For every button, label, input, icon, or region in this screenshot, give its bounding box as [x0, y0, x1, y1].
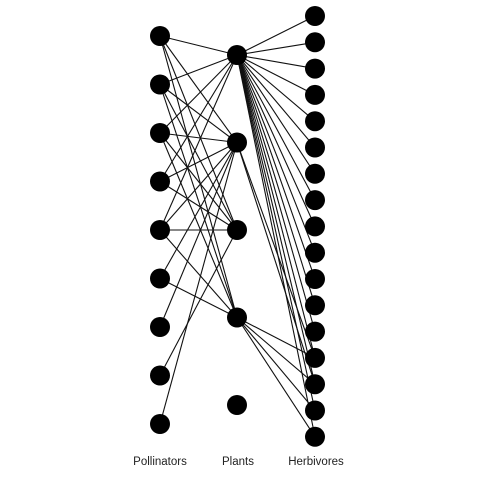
plant-node-5 [227, 395, 247, 415]
edge-pollinator-5-plant-4 [159, 229, 238, 318]
edge-plant-1-herbivore-14 [236, 54, 316, 359]
edge-pollinator-1-plant-1 [159, 35, 238, 56]
edge-pollinator-1-plant-2 [159, 35, 238, 143]
edge-plant-1-herbivore-2 [236, 41, 316, 56]
plant-node-2 [227, 132, 247, 153]
edge-plant-1-herbivore-16 [236, 54, 316, 411]
herbivore-node-9 [305, 216, 325, 237]
pollinator-node-7 [150, 317, 170, 337]
pollinator-node-6 [150, 268, 170, 289]
edge-pollinator-6-plant-2 [159, 142, 238, 279]
edge-plant-1-herbivore-8 [236, 54, 316, 201]
edge-plant-1-herbivore-10 [236, 54, 316, 253]
plants-column-label: Plants [222, 456, 254, 468]
pollinator-node-4 [150, 171, 170, 192]
edge-pollinator-4-plant-3 [159, 181, 238, 231]
edge-pollinator-1-plant-3 [159, 35, 238, 231]
edge-plant-1-herbivore-5 [236, 54, 316, 122]
edge-plant-1-herbivore-13 [236, 54, 316, 332]
herbivore-node-2 [305, 32, 325, 53]
edge-pollinator-3-plant-1 [159, 54, 238, 134]
herbivore-node-3 [305, 58, 325, 79]
herbivore-node-14 [305, 347, 325, 368]
edge-plant-1-herbivore-3 [236, 54, 316, 70]
herbivore-node-17 [305, 426, 325, 447]
edge-pollinator-3-plant-2 [159, 132, 238, 144]
plant-node-3 [227, 220, 247, 240]
edge-plant-1-herbivore-15 [236, 54, 316, 385]
pollinator-node-8 [150, 365, 170, 386]
edge-pollinator-4-plant-1 [159, 54, 238, 182]
edge-plant-2-herbivore-14 [236, 142, 316, 359]
pollinator-node-5 [150, 220, 170, 240]
herbivore-node-7 [305, 163, 325, 184]
edge-pollinator-7-plant-2 [159, 142, 238, 328]
herbivore-node-10 [305, 242, 325, 263]
pollinator-node-1 [150, 26, 170, 46]
edge-plant-4-herbivore-17 [236, 317, 316, 438]
edge-plant-2-herbivore-15 [236, 142, 316, 385]
plant-node-1 [227, 45, 247, 65]
edge-pollinator-8-plant-3 [159, 229, 238, 376]
herbivore-node-16 [305, 400, 325, 421]
pollinators-column-label: Pollinators [133, 456, 187, 468]
edge-pollinator-6-plant-4 [159, 278, 238, 318]
edge-plant-1-herbivore-7 [236, 54, 316, 175]
edge-plant-1-herbivore-9 [236, 54, 316, 227]
herbivore-node-11 [305, 269, 325, 289]
edge-pollinator-1-plant-4 [159, 35, 238, 318]
edge-plant-1-herbivore-11 [236, 54, 316, 280]
edge-pollinator-2-plant-1 [159, 54, 238, 86]
edge-plant-4-herbivore-15 [236, 317, 316, 385]
edge-layer [159, 15, 316, 438]
edge-pollinator-5-plant-1 [159, 54, 238, 231]
herbivores-column-label: Herbivores [288, 456, 344, 468]
edge-pollinator-9-plant-2 [159, 142, 238, 425]
edge-pollinator-2-plant-4 [159, 84, 238, 318]
herbivore-node-6 [305, 137, 325, 158]
pollinator-node-2 [150, 74, 170, 95]
edge-plant-1-herbivore-12 [236, 54, 316, 306]
pollinator-node-9 [150, 414, 170, 434]
edge-plant-1-herbivore-1 [236, 15, 316, 56]
plant-node-4 [227, 307, 247, 328]
edge-pollinator-3-plant-4 [159, 132, 238, 318]
pollinator-node-3 [150, 123, 170, 143]
edge-plant-4-herbivore-16 [236, 317, 316, 411]
edge-plant-1-herbivore-6 [236, 54, 316, 148]
edge-pollinator-3-plant-3 [159, 132, 238, 231]
edge-pollinator-4-plant-2 [159, 142, 238, 182]
edge-pollinator-5-plant-2 [159, 142, 238, 231]
herbivore-node-15 [305, 374, 325, 395]
herbivore-node-8 [305, 190, 325, 211]
edge-pollinator-2-plant-2 [159, 84, 238, 143]
node-layer [150, 6, 325, 447]
herbivore-node-1 [305, 6, 325, 26]
edge-pollinator-2-plant-3 [159, 84, 238, 231]
herbivore-node-4 [305, 84, 325, 105]
herbivore-node-12 [305, 295, 325, 316]
edge-plant-4-herbivore-14 [236, 317, 316, 359]
herbivore-node-13 [305, 321, 325, 342]
herbivore-node-5 [305, 111, 325, 132]
edge-plant-1-herbivore-4 [236, 54, 316, 96]
